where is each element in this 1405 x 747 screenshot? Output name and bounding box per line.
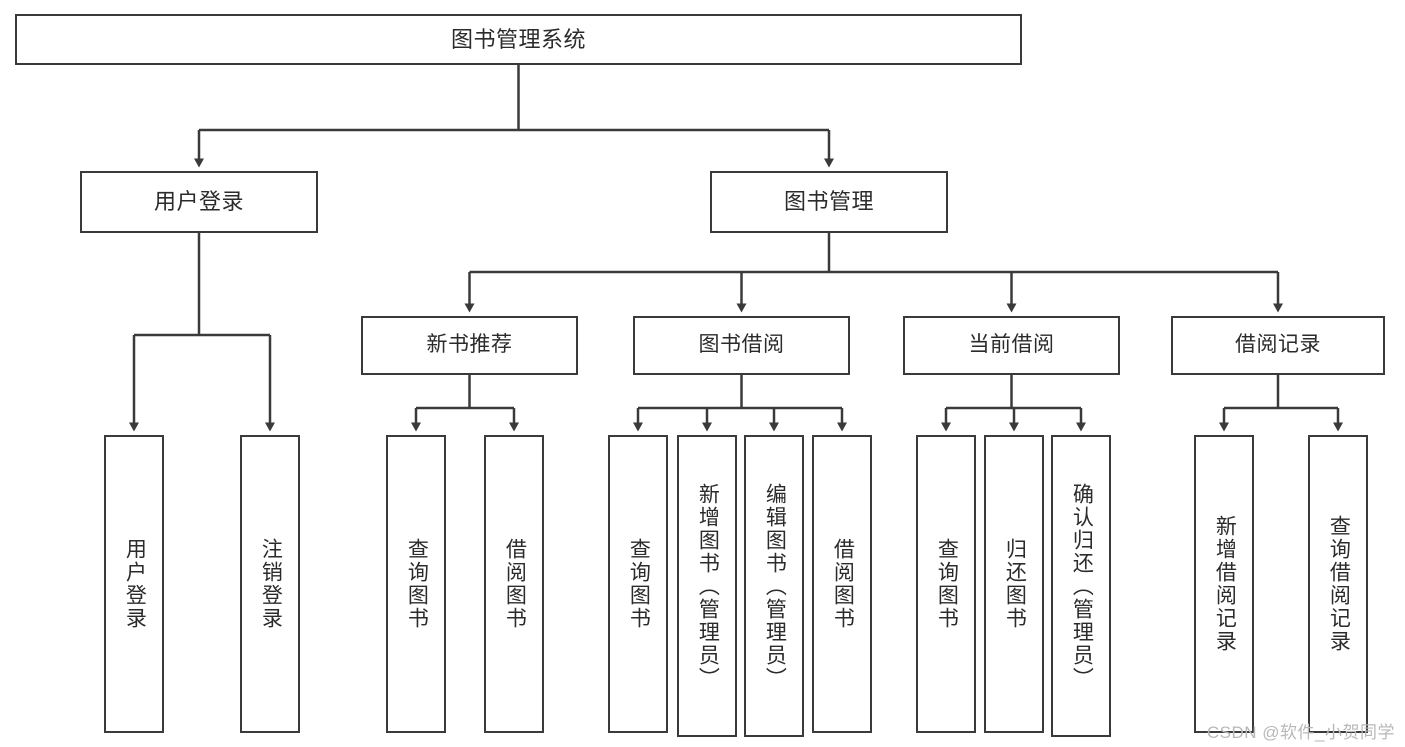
node-leaf-query-book-3[interactable]: 查询图书 [916,435,976,733]
node-leaf-query-book-1[interactable]: 查询图书 [386,435,446,733]
node-label-leaf-add-record: 新增借阅记录 [1213,515,1237,653]
node-leaf-query-book-2[interactable]: 查询图书 [608,435,668,733]
node-label-book-manage: 图书管理 [783,189,874,215]
node-leaf-add-record[interactable]: 新增借阅记录 [1194,435,1254,733]
node-label-leaf-query-book-3: 查询图书 [935,538,959,630]
node-leaf-query-record[interactable]: 查询借阅记录 [1308,435,1368,733]
node-leaf-logout[interactable]: 注销登录 [240,435,300,733]
node-new-book-recommend[interactable]: 新书推荐 [361,316,578,375]
tree-connectors [129,65,1343,432]
node-label-leaf-confirm-return: 确认归还（管理员） [1070,482,1094,690]
csdn-watermark: CSDN @软件_小贺同学 [1206,723,1395,742]
node-label-leaf-user-login: 用户登录 [123,538,147,630]
node-leaf-user-login[interactable]: 用户登录 [104,435,164,733]
node-label-leaf-borrow-book-2: 借阅图书 [831,538,855,630]
node-label-leaf-query-book-1: 查询图书 [405,538,429,630]
node-label-leaf-logout: 注销登录 [259,538,283,630]
node-label-book-borrow: 图书借阅 [698,333,785,357]
node-user-login[interactable]: 用户登录 [80,171,318,233]
node-book-borrow[interactable]: 图书借阅 [633,316,850,375]
node-label-new-book-recommend: 新书推荐 [426,333,513,357]
node-label-leaf-query-record: 查询借阅记录 [1327,515,1351,653]
node-label-leaf-edit-book: 编辑图书（管理员） [763,482,787,690]
node-leaf-confirm-return[interactable]: 确认归还（管理员） [1051,435,1111,737]
node-label-user-login: 用户登录 [153,189,244,215]
node-label-root: 图书管理系统 [450,26,586,52]
node-leaf-borrow-book-2[interactable]: 借阅图书 [812,435,872,733]
node-leaf-borrow-book-1[interactable]: 借阅图书 [484,435,544,733]
node-label-leaf-add-book: 新增图书（管理员） [696,482,720,690]
node-leaf-edit-book[interactable]: 编辑图书（管理员） [744,435,804,737]
node-leaf-add-book[interactable]: 新增图书（管理员） [677,435,737,737]
node-label-current-borrow: 当前借阅 [968,333,1055,357]
node-book-manage[interactable]: 图书管理 [710,171,948,233]
node-label-leaf-borrow-book-1: 借阅图书 [503,538,527,630]
node-label-leaf-query-book-2: 查询图书 [627,538,651,630]
node-leaf-return-book[interactable]: 归还图书 [984,435,1044,733]
node-root[interactable]: 图书管理系统 [15,14,1022,65]
node-current-borrow[interactable]: 当前借阅 [903,316,1120,375]
node-borrow-record[interactable]: 借阅记录 [1171,316,1385,375]
node-label-leaf-return-book: 归还图书 [1003,538,1027,630]
node-label-borrow-record: 借阅记录 [1235,333,1321,357]
